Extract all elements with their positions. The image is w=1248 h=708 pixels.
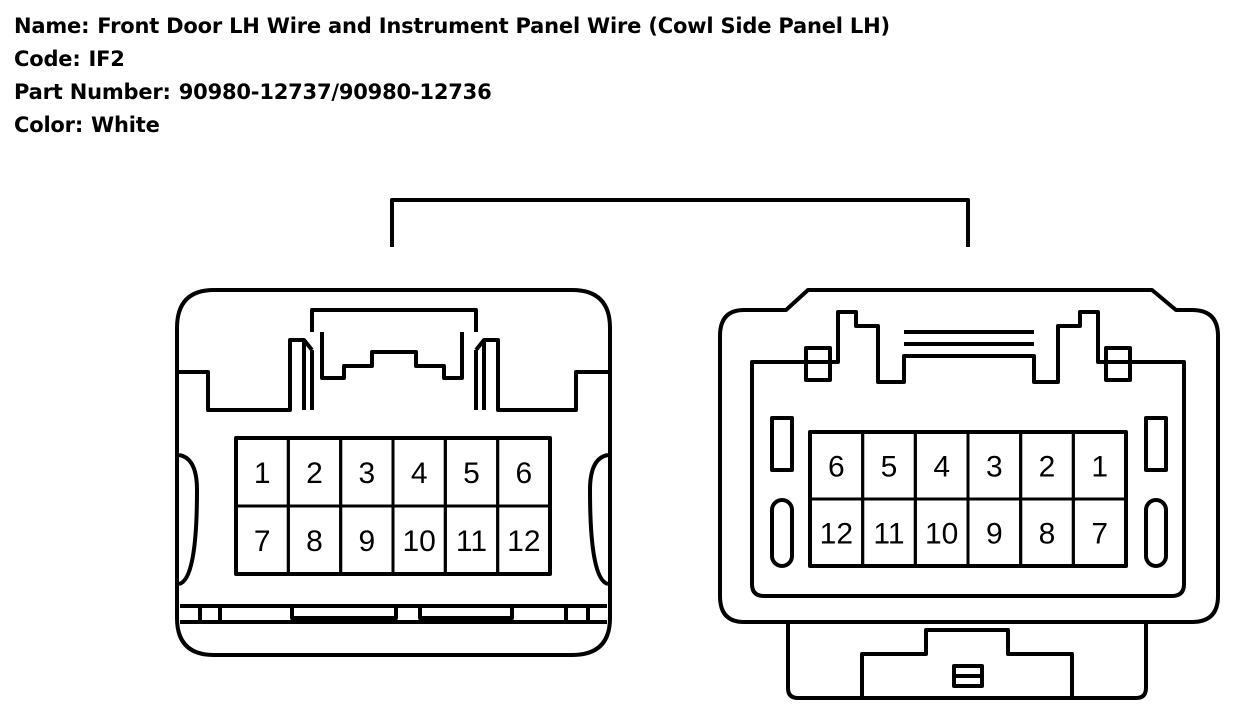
- part-number-value: 90980-12737/90980-12736: [178, 80, 492, 104]
- left-pin-label: 9: [358, 525, 375, 558]
- right-pin-label: 5: [881, 451, 898, 484]
- right-window-right: [1104, 346, 1132, 382]
- left-pin-label: 7: [254, 525, 271, 558]
- code-label: Code:: [14, 47, 81, 71]
- right-side-key-upper-right: [1144, 416, 1168, 472]
- right-pin-label: 3: [986, 451, 1003, 484]
- left-pin-label: 6: [515, 457, 532, 490]
- left-pin-label: 8: [306, 525, 323, 558]
- name-label: Name:: [14, 14, 90, 38]
- right-pin-label: 1: [1091, 451, 1108, 484]
- right-connector: 6 5 4 3 2 1 12 11 10 9 8 7: [718, 288, 1220, 700]
- color-label: Color:: [14, 113, 84, 137]
- left-pin-label: 10: [402, 525, 435, 558]
- color-value: White: [91, 113, 160, 137]
- right-pin-label: 7: [1091, 518, 1108, 551]
- left-pin-label: 11: [456, 525, 487, 558]
- right-bottom-latch-inner: [860, 628, 1074, 698]
- right-side-key-upper-left: [770, 416, 794, 472]
- left-pin-label: 4: [411, 457, 428, 490]
- connector-info: Name: Front Door LH Wire and Instrument P…: [14, 10, 890, 142]
- right-pin-label: 6: [828, 451, 845, 484]
- right-side-key-lower-left: [770, 498, 794, 568]
- right-pin-cell: [1071, 497, 1128, 568]
- left-lock-tab: [320, 332, 464, 380]
- left-pin-label: 2: [306, 457, 323, 490]
- right-pin-label: 9: [986, 518, 1003, 551]
- right-pin-label: 8: [1039, 518, 1056, 551]
- left-pin-cell: [496, 504, 552, 576]
- left-connector-body: [175, 288, 612, 657]
- right-top-slot-bar: [904, 330, 1034, 346]
- mating-bracket: [390, 198, 970, 247]
- left-side-grip-right: [588, 453, 609, 586]
- left-pin-label: 12: [507, 525, 540, 558]
- color-row: Color: White: [14, 109, 890, 142]
- left-bottom-rail: [180, 604, 607, 624]
- left-pin-label: 1: [254, 457, 271, 490]
- part-number-label: Part Number:: [14, 80, 171, 104]
- right-window-left: [804, 346, 832, 382]
- part-number-row: Part Number: 90980-12737/90980-12736: [14, 76, 890, 109]
- left-ledge-inner: [302, 340, 486, 410]
- code-row: Code: IF2: [14, 43, 890, 76]
- right-pin-label: 12: [820, 518, 853, 551]
- right-pin-label: 11: [873, 518, 904, 551]
- right-top-profile: [750, 310, 1186, 384]
- left-pin-label: 5: [463, 457, 480, 490]
- right-pin-label: 2: [1039, 451, 1056, 484]
- right-pin-label: 4: [933, 451, 950, 484]
- right-inner-outline: [750, 384, 1186, 598]
- left-side-grip-left: [178, 453, 199, 586]
- right-bottom-latch: [786, 622, 1148, 700]
- code-value: IF2: [88, 47, 125, 71]
- right-pin-label: 10: [925, 518, 958, 551]
- right-side-key-lower-right: [1144, 498, 1168, 568]
- name-value: Front Door LH Wire and Instrument Panel …: [97, 14, 890, 38]
- left-lock-housing: [310, 308, 478, 332]
- left-pin-label: 3: [358, 457, 375, 490]
- right-pin-cells: 6 5 4 3 2 1 12 11 10 9 8 7: [808, 430, 1128, 568]
- right-connector-body: [718, 288, 1220, 624]
- name-row: Name: Front Door LH Wire and Instrument P…: [14, 10, 890, 43]
